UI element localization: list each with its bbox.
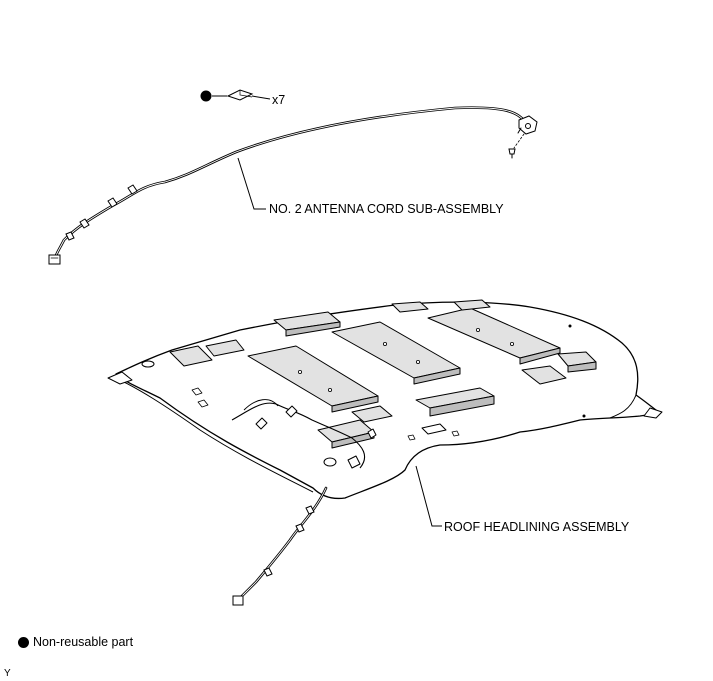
antenna-cord-connector	[48, 254, 61, 265]
legend: Non-reusable part	[18, 635, 133, 649]
antenna-terminal	[518, 115, 538, 135]
roof-headlining-assembly	[107, 299, 663, 500]
non-reusable-marker-dot	[200, 90, 212, 102]
clip-group: x7	[200, 89, 285, 107]
antenna-cord-sub-assembly	[48, 106, 538, 265]
headlining-leader	[415, 465, 442, 527]
antenna-cord-line	[53, 106, 528, 260]
antenna-cord-callout: NO. 2 ANTENNA CORD SUB-ASSEMBLY	[269, 202, 504, 216]
legend-text: Non-reusable part	[33, 635, 134, 649]
headlining-callout: ROOF HEADLINING ASSEMBLY	[444, 520, 630, 534]
antenna-cord-leader	[237, 157, 266, 210]
harness-connector	[232, 595, 244, 606]
page-code: Y	[4, 668, 11, 679]
screw-icon	[508, 148, 516, 155]
non-reusable-dot-icon	[18, 636, 29, 648]
headlining-harness	[232, 486, 328, 606]
clip-quantity-label: x7	[272, 93, 285, 107]
